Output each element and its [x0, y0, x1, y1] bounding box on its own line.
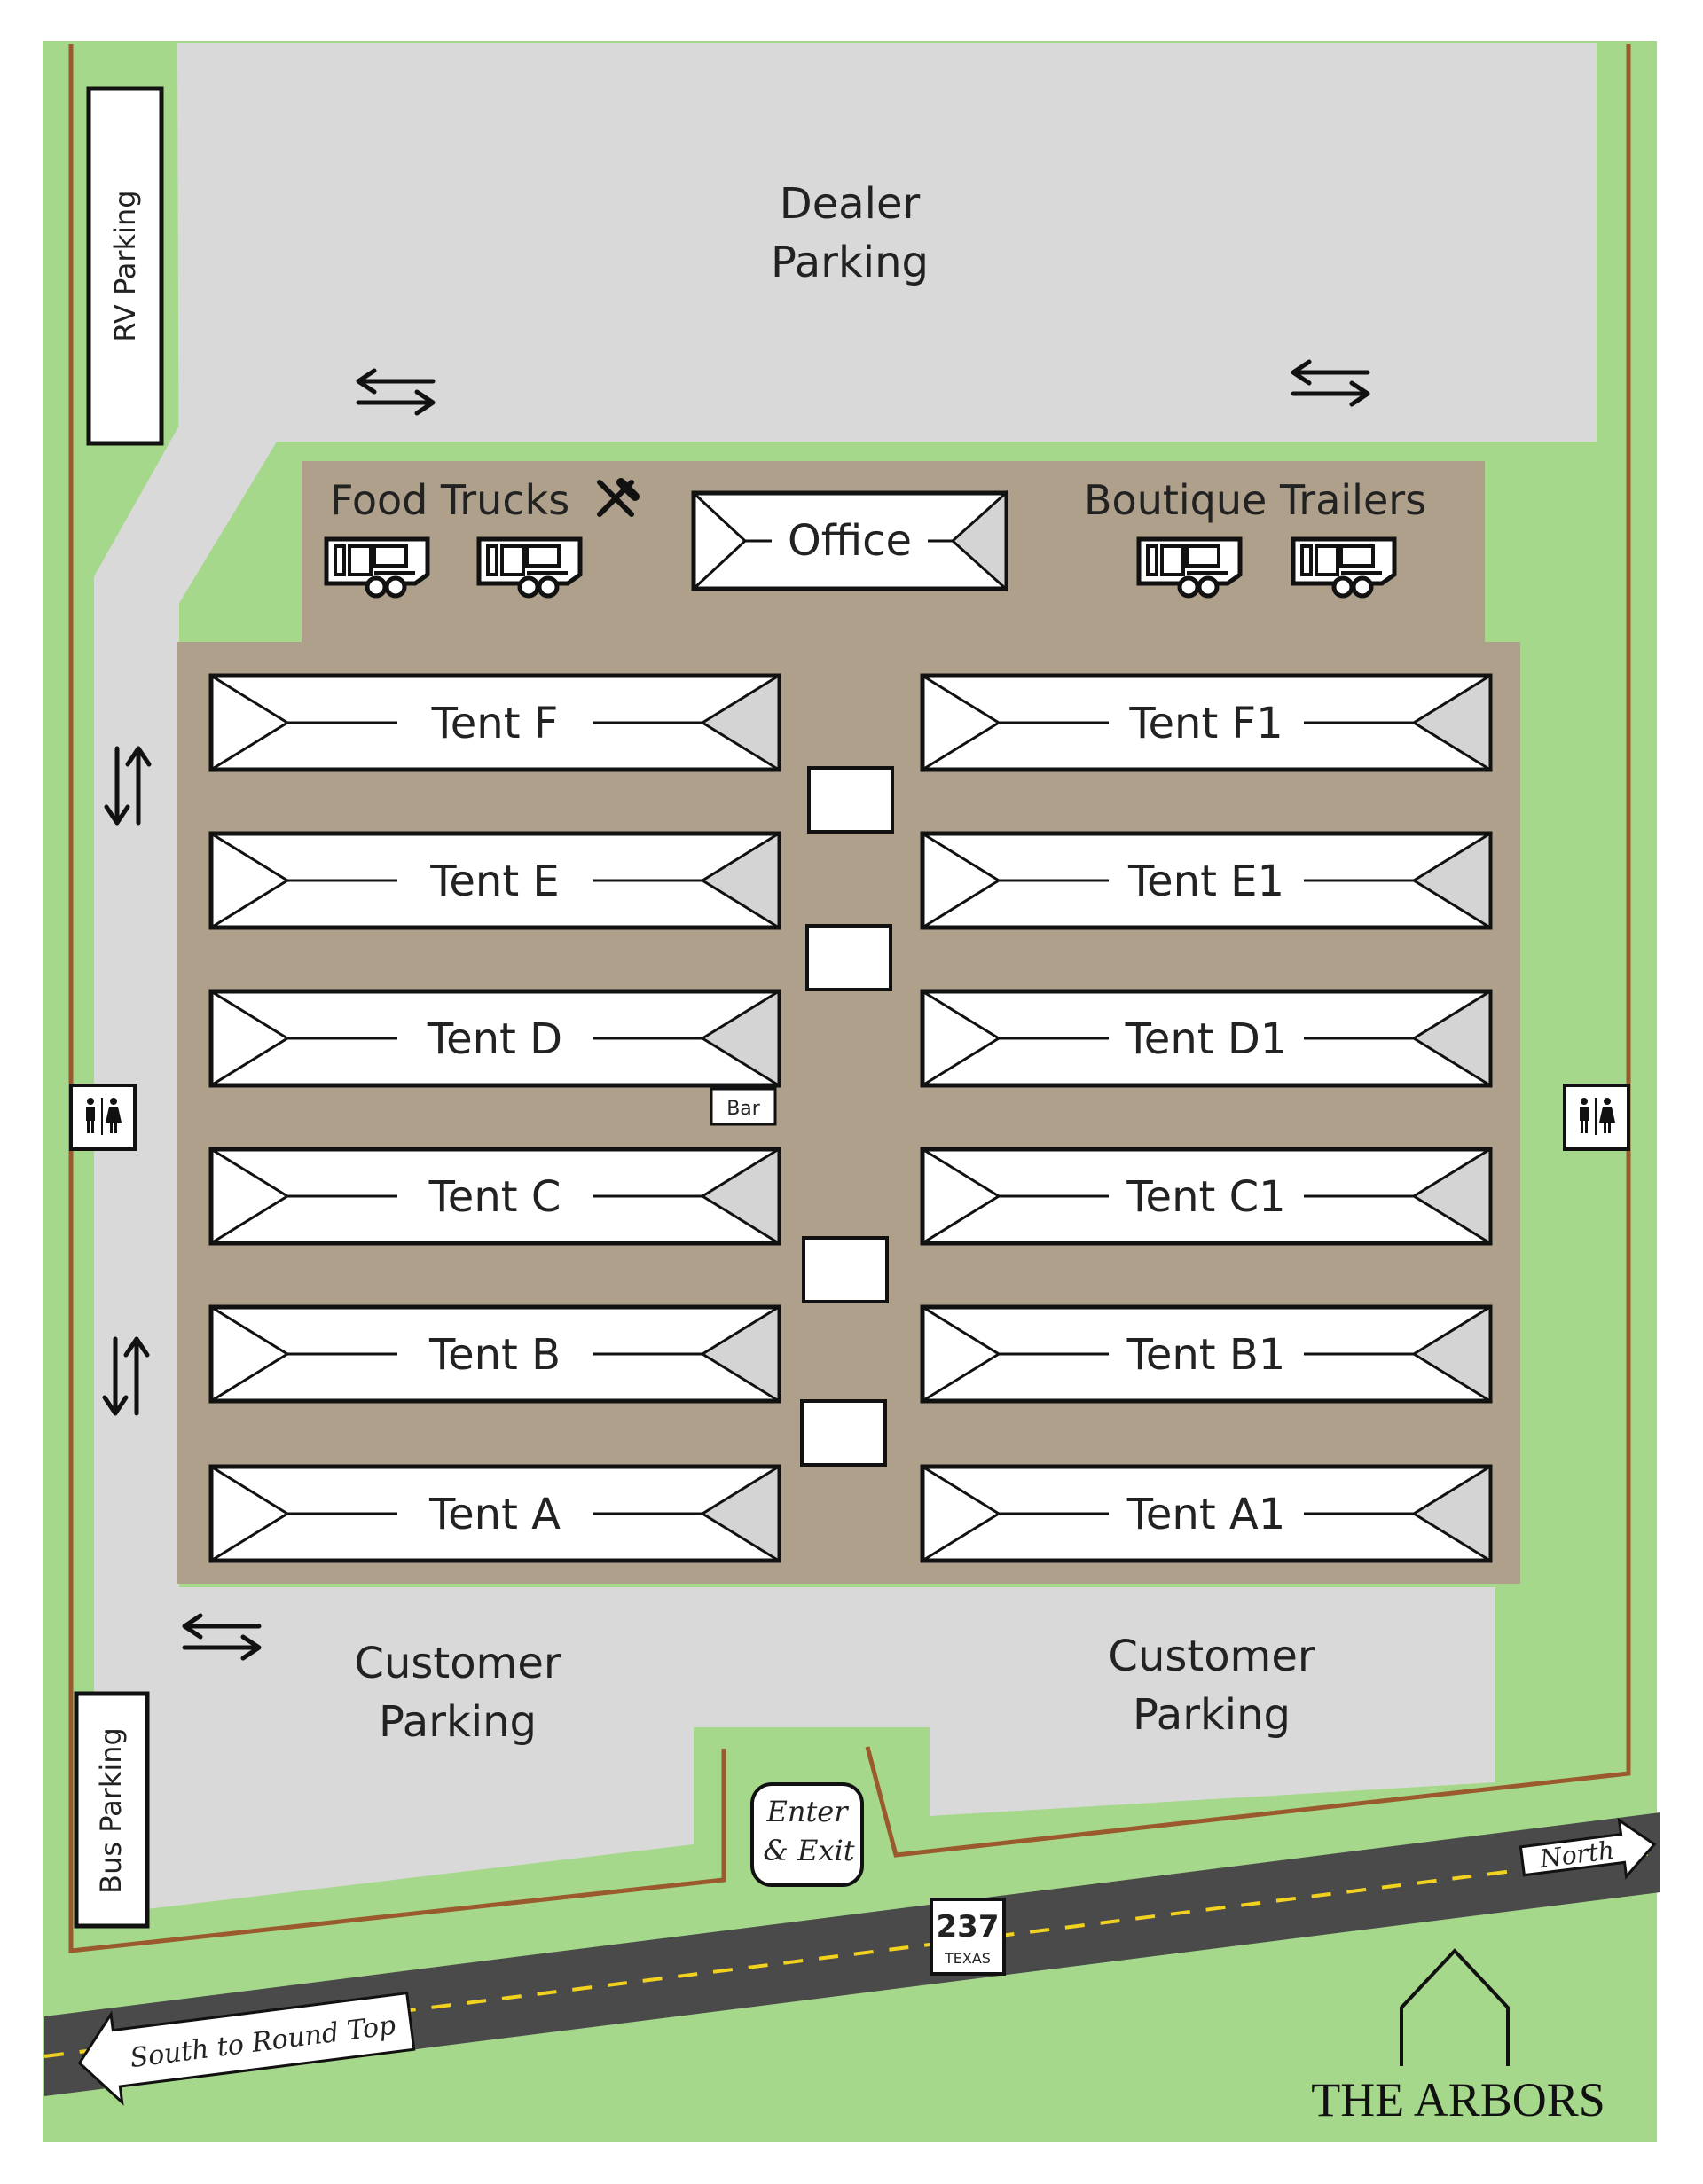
tent: Tent F	[208, 673, 781, 772]
enter-exit-label-2: & Exit	[763, 1834, 854, 1867]
tent-label: Tent E	[429, 857, 560, 906]
tent-label: Tent C1	[1126, 1172, 1285, 1222]
highway-237	[44, 1812, 1660, 2096]
tent-label: Tent C	[428, 1172, 561, 1222]
tent: Tent C1	[920, 1147, 1493, 1246]
dealer-parking-lot	[177, 43, 1597, 603]
tent-label: Tent F	[431, 699, 559, 748]
vendor-booth	[800, 1399, 887, 1467]
tent-label: Tent D1	[1125, 1014, 1288, 1064]
road-center-line	[43, 1851, 1661, 2058]
tent-label: Tent F1	[1128, 699, 1283, 748]
tent: Tent D	[208, 989, 781, 1088]
tent-label: Tent A	[428, 1490, 561, 1539]
customer-parking-right-1: Customer	[1108, 1632, 1315, 1681]
customer-parking-left-1: Customer	[354, 1639, 561, 1688]
boutique-trailers-label: Boutique Trailers	[1084, 476, 1426, 524]
bar-box	[710, 1087, 777, 1126]
access-road-bend	[94, 426, 277, 1596]
fence	[68, 44, 726, 1953]
tent-label: Tent A1	[1126, 1490, 1286, 1539]
fence	[865, 44, 1631, 1858]
food-trucks-label: Food Trucks	[330, 476, 569, 524]
tent: Tent B1	[920, 1304, 1493, 1404]
tent: Tent D1	[920, 989, 1493, 1088]
office-label: Office	[788, 516, 912, 566]
bar-label: Bar	[726, 1098, 761, 1120]
tent: Tent A1	[920, 1464, 1493, 1563]
house-outline-logo	[1400, 1948, 1510, 2066]
tent-label: Tent E1	[1127, 857, 1284, 906]
customer-parking-right-2: Parking	[1133, 1690, 1291, 1740]
office-building: Office	[691, 489, 1008, 592]
tent: Tent E1	[920, 831, 1493, 930]
tent: Tent A	[208, 1464, 781, 1563]
vendor-booth	[807, 766, 894, 834]
tent: Tent F1	[920, 673, 1493, 772]
vendor-booth	[802, 1236, 889, 1303]
brand-logo-text: THE ARBORS	[1311, 2073, 1605, 2126]
vendor-booth	[805, 924, 892, 991]
restroom-box	[1563, 1084, 1630, 1151]
rv-parking-box	[86, 86, 164, 446]
dealer-parking-label-2: Parking	[771, 238, 929, 287]
enter-exit-label-1: Enter	[765, 1795, 849, 1828]
enter-exit-sign	[750, 1782, 864, 1887]
tent: Tent B	[208, 1304, 781, 1404]
tent-label: Tent B1	[1126, 1330, 1286, 1380]
bus-parking-box	[74, 1691, 150, 1929]
route-shield	[930, 1898, 1006, 1976]
dealer-parking-label-1: Dealer	[780, 179, 921, 229]
customer-parking-lot	[94, 1587, 1495, 1915]
route-state: TEXAS	[944, 1950, 991, 1967]
tent-label: Tent D	[427, 1014, 562, 1064]
tent-label: Tent B	[428, 1330, 561, 1380]
customer-parking-left-2: Parking	[379, 1697, 537, 1747]
fork-knife-icon	[597, 478, 640, 517]
tent: Tent C	[208, 1147, 781, 1246]
bus-parking-label: Bus Parking	[94, 1727, 128, 1894]
tent: Tent E	[208, 831, 781, 930]
rv-parking-label: RV Parking	[108, 190, 142, 341]
route-number: 237	[937, 1909, 1000, 1945]
